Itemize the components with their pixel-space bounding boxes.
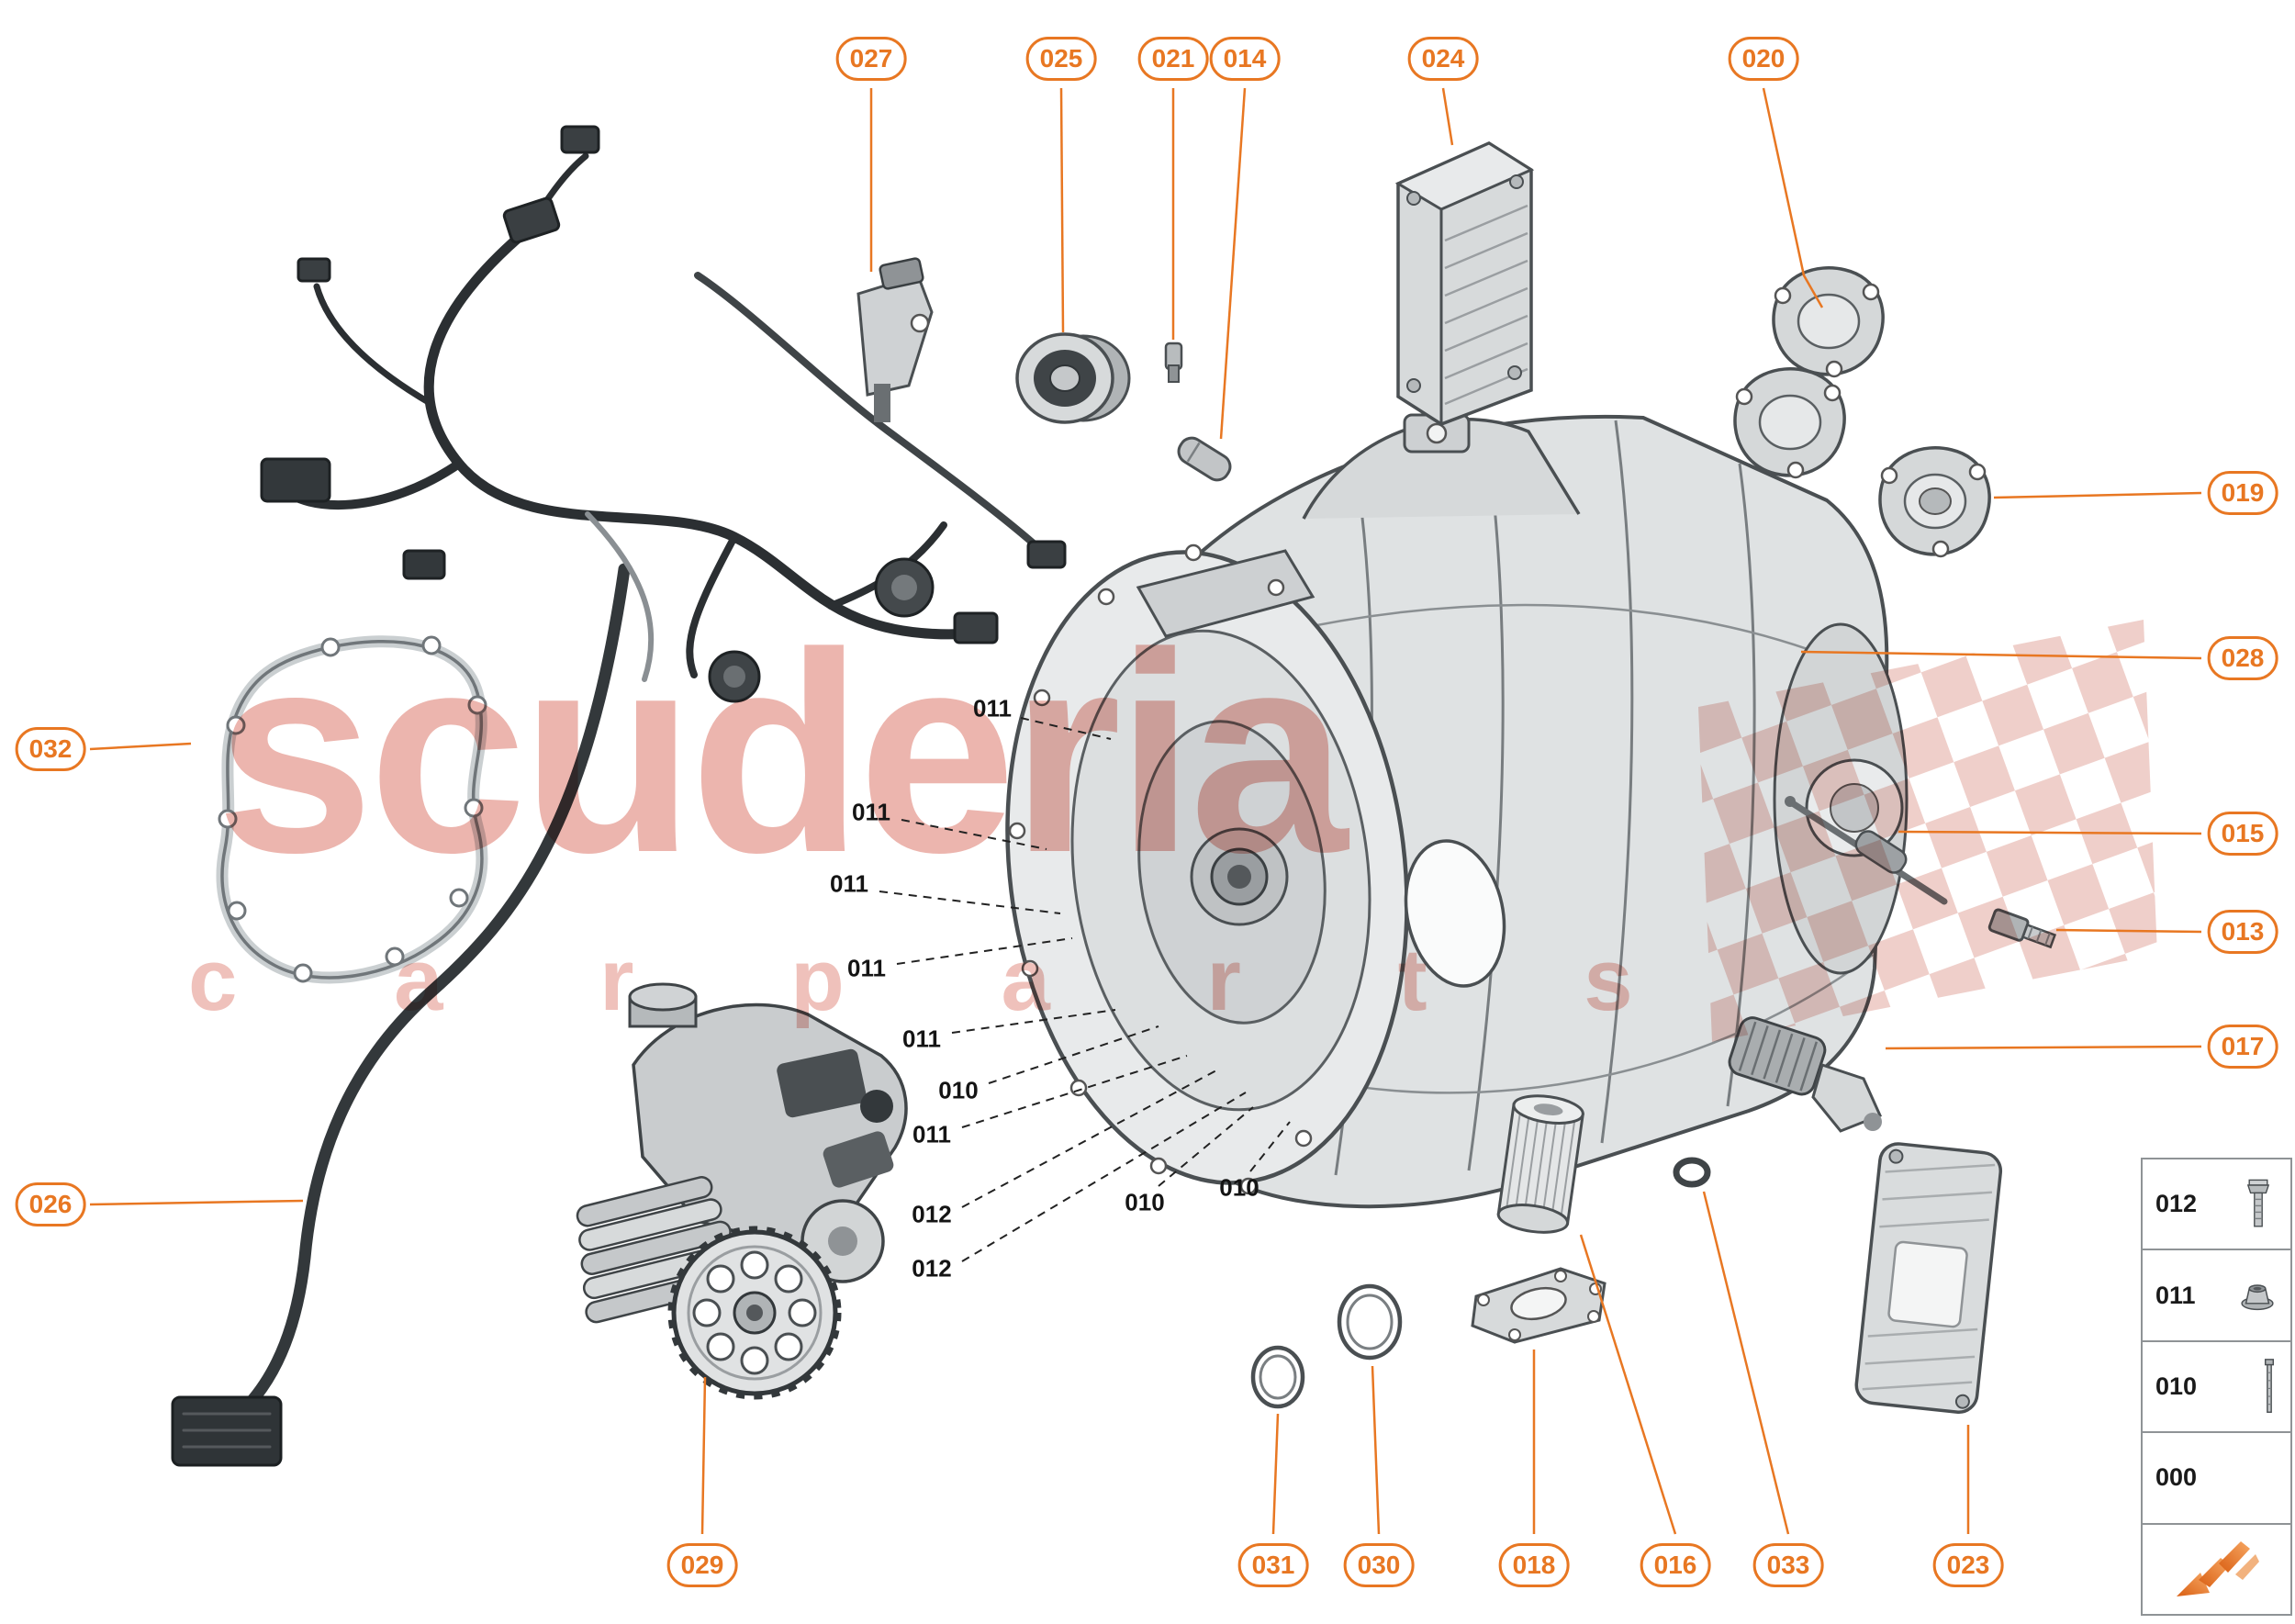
sensor-illustration [856,257,934,422]
callout-015[interactable]: 015 [2207,812,2278,856]
o-ring-illustration [1673,1157,1711,1188]
callout-013[interactable]: 013 [2207,910,2278,954]
legend-row-010: 010 [2143,1342,2290,1434]
wiring-harness-illustration [171,125,1067,1467]
gasket-illustration [216,635,488,984]
part-ref-label-010: 010 [1219,1173,1259,1202]
part-ref-label-011: 011 [912,1120,951,1148]
callout-030[interactable]: 030 [1343,1543,1415,1587]
legend-row-brand [2143,1525,2290,1614]
legend-rows: 012 011 010 000 [2143,1159,2290,1614]
callout-020[interactable]: 020 [1728,37,1799,81]
callout-026[interactable]: 026 [15,1182,86,1226]
part-ref-label-010: 010 [938,1076,979,1104]
callout-025[interactable]: 025 [1025,37,1097,81]
part-ref-label-011: 011 [973,694,1012,722]
callout-028[interactable]: 028 [2207,636,2278,680]
callout-016[interactable]: 016 [1640,1543,1711,1587]
callout-032[interactable]: 032 [15,727,86,771]
callout-021[interactable]: 021 [1137,37,1209,81]
legend-row-012: 012 [2143,1159,2290,1251]
legend-label: 011 [2155,1281,2196,1309]
seal-ring-illustration [1250,1283,1403,1409]
part-ref-label-011: 011 [902,1025,941,1053]
long-screw-icon [2264,1358,2275,1413]
legend-box: 012 011 010 000 [2141,1158,2292,1616]
valve-illustration [1164,342,1183,383]
pin-illustration [1177,436,1232,482]
callout-019[interactable]: 019 [2207,471,2278,515]
legend-row-011: 011 [2143,1250,2290,1342]
callout-023[interactable]: 023 [1932,1543,2004,1587]
oil-filter-illustration [1496,1094,1584,1234]
part-ref-label-012: 012 [912,1200,952,1228]
part-ref-label-011: 011 [847,954,886,982]
gasket-plate-illustration [1471,1267,1606,1344]
damper-illustration [1015,332,1131,424]
legend-row-000: 000 [2143,1433,2290,1525]
brand-arrow-icon [2176,1541,2259,1597]
callout-024[interactable]: 024 [1407,37,1479,81]
transmission-illustration [1005,413,1909,1209]
legend-label: 012 [2155,1190,2198,1218]
callout-033[interactable]: 033 [1752,1543,1824,1587]
callout-014[interactable]: 014 [1209,37,1281,81]
callout-031[interactable]: 031 [1237,1543,1309,1587]
oil-pump-illustration [576,982,908,1400]
part-ref-label-010: 010 [1125,1188,1165,1216]
oil-cooler-small-illustration [1854,1142,2003,1414]
legend-label: 000 [2155,1463,2198,1492]
oil-cooler-illustration [1394,141,1535,426]
legend-label: 010 [2155,1372,2198,1401]
callout-029[interactable]: 029 [666,1543,738,1587]
part-ref-label-011: 011 [852,798,890,826]
callout-018[interactable]: 018 [1498,1543,1570,1587]
part-ref-label-011: 011 [830,869,868,898]
bolt-illustration [1987,908,2057,949]
flange-nut-icon [2241,1284,2274,1311]
callout-017[interactable]: 017 [2207,1025,2278,1069]
hex-bolt-icon [2246,1179,2270,1227]
part-ref-label-012: 012 [912,1254,952,1282]
callout-027[interactable]: 027 [835,37,907,81]
